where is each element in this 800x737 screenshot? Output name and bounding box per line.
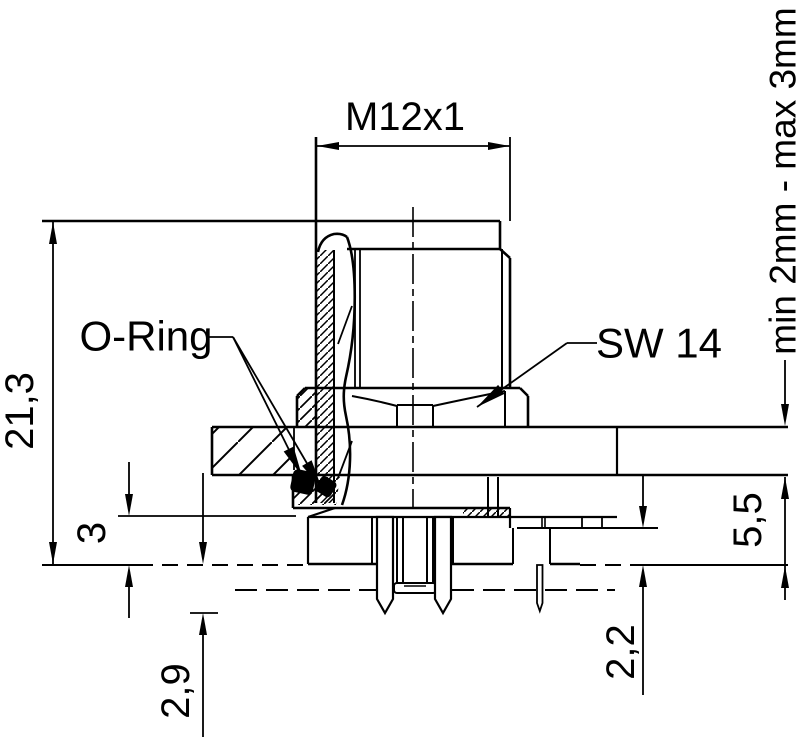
arrowhead-up-top xyxy=(781,477,789,499)
arrowhead-up xyxy=(49,222,57,244)
panel-thickness-range-label: min 2mm - max 3mm xyxy=(763,7,800,354)
dimension-total-height xyxy=(49,221,57,565)
arrowhead-down xyxy=(199,542,207,564)
nut-section-hatch xyxy=(297,388,316,427)
nut-chamfer-left xyxy=(296,387,306,397)
thin-pin-upper-segment xyxy=(541,517,546,528)
pin-offset-value: 2,2 xyxy=(599,624,643,680)
center-socket-walls xyxy=(396,517,434,583)
arrowhead-up xyxy=(125,565,133,587)
dimension-panel-range xyxy=(781,360,789,426)
dimension-thread xyxy=(317,137,511,221)
arrowhead-up xyxy=(199,613,207,635)
flange-diagonal-edge xyxy=(307,506,336,519)
dimension-pin-protrusion xyxy=(190,473,218,737)
wrench-leader xyxy=(476,342,597,408)
thread-stem-hatch xyxy=(316,250,334,503)
flange-offset-value: 3 xyxy=(70,522,114,544)
hatch-areas xyxy=(213,250,510,517)
dimension-body-depth xyxy=(781,477,789,600)
wrench-size-label: SW 14 xyxy=(596,320,722,367)
arrowhead-down xyxy=(781,404,789,426)
oring-cross-section-right xyxy=(315,476,337,498)
thread-relief-tick-upper xyxy=(337,305,353,345)
insulator-plate-hatch xyxy=(463,509,510,517)
leader-arrowhead-1 xyxy=(283,446,302,476)
body-depth-value: 5,5 xyxy=(726,492,770,548)
pin-protrusion-value: 2,9 xyxy=(154,663,198,719)
flange-oring-area xyxy=(290,469,510,519)
oring-label: O-Ring xyxy=(79,313,212,360)
oring-leader xyxy=(207,336,323,490)
nut-face-arc-left xyxy=(351,395,398,407)
insulator-block xyxy=(306,477,658,566)
thin-pin xyxy=(536,564,544,614)
dimension-pin-offset xyxy=(639,475,647,695)
total-height-value: 21,3 xyxy=(0,372,42,450)
arrowhead-down xyxy=(125,494,133,516)
arrowhead-left xyxy=(317,142,339,150)
solder-pin-right xyxy=(433,515,453,616)
arrowhead-right xyxy=(488,142,510,150)
cap-corner-curve xyxy=(316,232,348,253)
dimension-flange-offset xyxy=(118,462,296,618)
arrowhead-up-bottom xyxy=(781,566,789,588)
oring-cross-section-left xyxy=(290,469,316,495)
nut-chamfer-right xyxy=(519,387,529,397)
center-socket-foot xyxy=(393,582,437,594)
arrowhead-down xyxy=(49,542,57,564)
leader-arrowhead xyxy=(477,384,505,407)
solder-pin-left xyxy=(375,515,395,616)
connector-body xyxy=(42,137,512,506)
thread-size-label: M12x1 xyxy=(345,95,465,139)
leader-arrowhead-2 xyxy=(302,460,322,489)
thread-relief-tick-lower xyxy=(337,440,353,479)
contacts xyxy=(375,515,546,616)
arrowhead-down xyxy=(639,506,647,528)
arrowhead-up xyxy=(639,565,647,587)
panel-section-hatch xyxy=(213,428,293,474)
